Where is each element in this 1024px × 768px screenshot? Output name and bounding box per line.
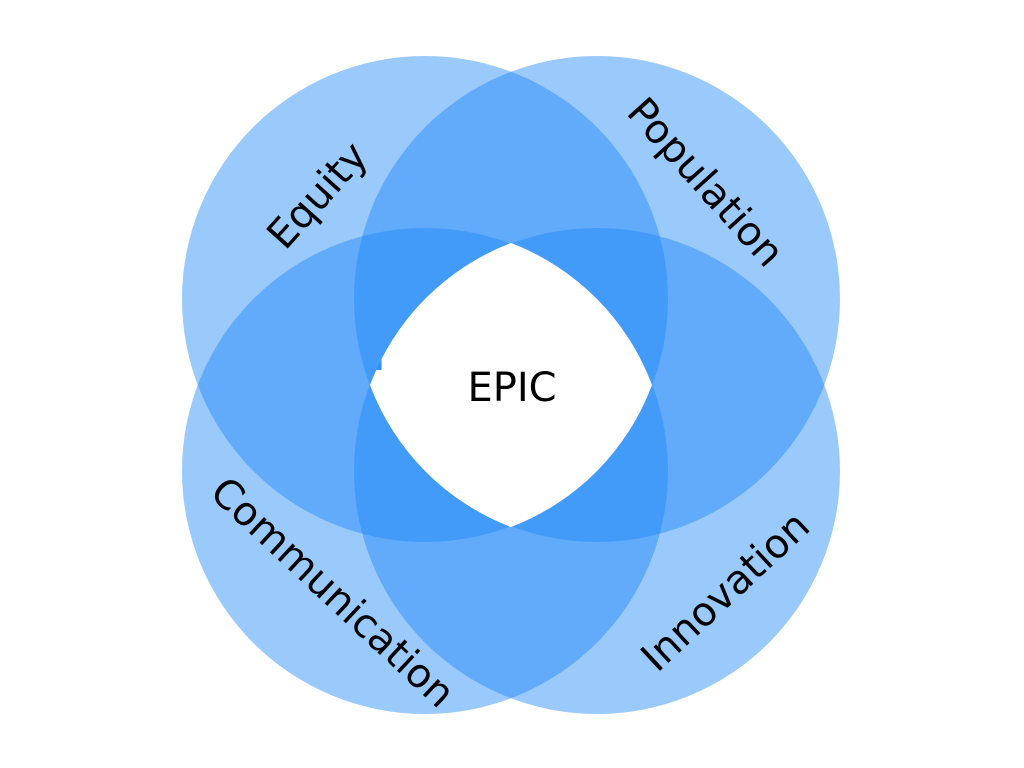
center-region: [370, 243, 652, 527]
center-label: EPIC: [467, 365, 556, 411]
